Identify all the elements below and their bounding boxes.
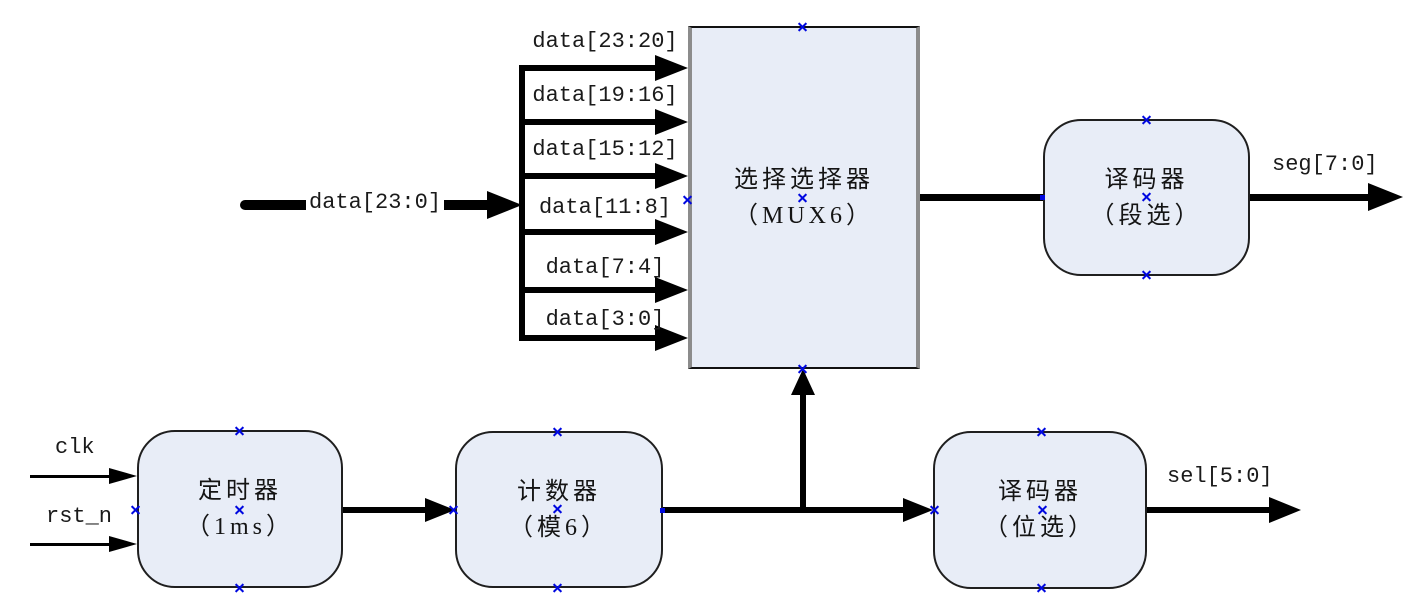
label-rst-n: rst_n <box>46 504 113 529</box>
block-counter-label-line1: 计数器 <box>517 478 601 505</box>
selection-handle-icon[interactable] <box>131 505 140 514</box>
selection-handle-icon[interactable] <box>553 583 562 592</box>
label-branch-11-8: data[11:8] <box>538 195 672 220</box>
arrowhead-branch-7-4-icon <box>655 277 688 303</box>
selection-handle-icon[interactable] <box>1142 192 1151 201</box>
arrowhead-counter-bit-decoder-icon <box>903 498 933 522</box>
arrowhead-data-input-icon <box>487 191 522 219</box>
selection-handle-icon[interactable] <box>683 195 692 204</box>
wire-bus-vertical[interactable] <box>519 65 525 341</box>
block-bit-decoder-label-line1: 译码器 <box>998 479 1082 505</box>
selection-handle-icon[interactable] <box>1142 270 1151 279</box>
wire-branch-to-mux-select[interactable] <box>800 393 806 513</box>
arrowhead-branch-3-0-icon <box>655 325 688 351</box>
selection-handle-icon[interactable] <box>553 427 562 436</box>
selection-handle-icon[interactable] <box>235 426 244 435</box>
wire-endpoint-handle-icon[interactable] <box>660 508 665 513</box>
label-seg-output: seg[7:0] <box>1272 152 1378 177</box>
arrowhead-mux-select-icon <box>791 369 815 395</box>
wire-branch-11-8[interactable] <box>519 229 655 235</box>
wire-counter-to-bit-decoder[interactable] <box>663 507 903 513</box>
wire-rst-n[interactable] <box>30 543 110 546</box>
wire-mux-to-seg-decoder[interactable] <box>920 194 1043 201</box>
label-sel-output: sel[5:0] <box>1167 464 1273 489</box>
wire-branch-23-20[interactable] <box>519 65 655 71</box>
selection-handle-icon[interactable] <box>1142 115 1151 124</box>
selection-handle-icon[interactable] <box>1038 505 1047 514</box>
label-branch-7-4: data[7:4] <box>545 255 665 280</box>
wire-branch-7-4[interactable] <box>519 287 655 293</box>
arrowhead-sel-output-icon <box>1269 497 1301 523</box>
wire-timer-to-counter[interactable] <box>343 507 425 513</box>
block-timer-label-line2: （1ms） <box>185 514 294 540</box>
arrowhead-rst-n-icon <box>109 536 137 552</box>
wire-branch-19-16[interactable] <box>519 119 655 125</box>
selection-handle-icon[interactable] <box>798 22 807 31</box>
selection-handle-icon[interactable] <box>235 505 244 514</box>
selection-handle-icon[interactable] <box>930 505 939 514</box>
label-branch-19-16: data[19:16] <box>532 83 678 108</box>
wire-branch-15-12[interactable] <box>519 173 655 179</box>
arrowhead-branch-15-12-icon <box>655 163 688 189</box>
block-mux6-label-line2: （MUX6） <box>733 202 874 229</box>
label-branch-23-20: data[23:20] <box>532 29 678 54</box>
selection-handle-icon[interactable] <box>1037 427 1046 436</box>
arrowhead-seg-output-icon <box>1368 183 1403 211</box>
selection-handle-icon[interactable] <box>1037 583 1046 592</box>
arrowhead-branch-11-8-icon <box>655 219 688 245</box>
selection-handle-icon[interactable] <box>798 364 807 373</box>
block-counter-label-line2: （模6） <box>509 514 609 541</box>
arrowhead-branch-19-16-icon <box>655 109 688 135</box>
block-seg-decoder-label-line2: （段选） <box>1090 202 1203 229</box>
wire-clk[interactable] <box>30 475 110 478</box>
wire-sel-output[interactable] <box>1147 507 1269 513</box>
arrowhead-clk-icon <box>109 468 137 484</box>
wire-branch-3-0[interactable] <box>519 335 655 341</box>
label-data-bus-input: data[23:0] <box>306 191 445 215</box>
block-timer-label-line1: 定时器 <box>198 478 282 504</box>
label-branch-15-12: data[15:12] <box>532 137 678 162</box>
block-mux6-label-line1: 选择选择器 <box>734 166 874 193</box>
selection-handle-icon[interactable] <box>798 193 807 202</box>
block-bit-decoder-label-line2: （位选） <box>984 515 1096 541</box>
selection-handle-icon[interactable] <box>449 505 458 514</box>
selection-handle-icon[interactable] <box>235 583 244 592</box>
label-branch-3-0: data[3:0] <box>545 307 665 332</box>
block-mux6[interactable]: 选择选择器 （MUX6） <box>688 26 920 369</box>
wire-endpoint-handle-icon[interactable] <box>1040 195 1045 200</box>
selection-handle-icon[interactable] <box>553 504 562 513</box>
arrowhead-branch-23-20-icon <box>655 55 688 81</box>
label-clk: clk <box>55 435 95 460</box>
block-seg-decoder-label-line1: 译码器 <box>1104 166 1189 193</box>
wire-seg-output[interactable] <box>1250 194 1368 201</box>
